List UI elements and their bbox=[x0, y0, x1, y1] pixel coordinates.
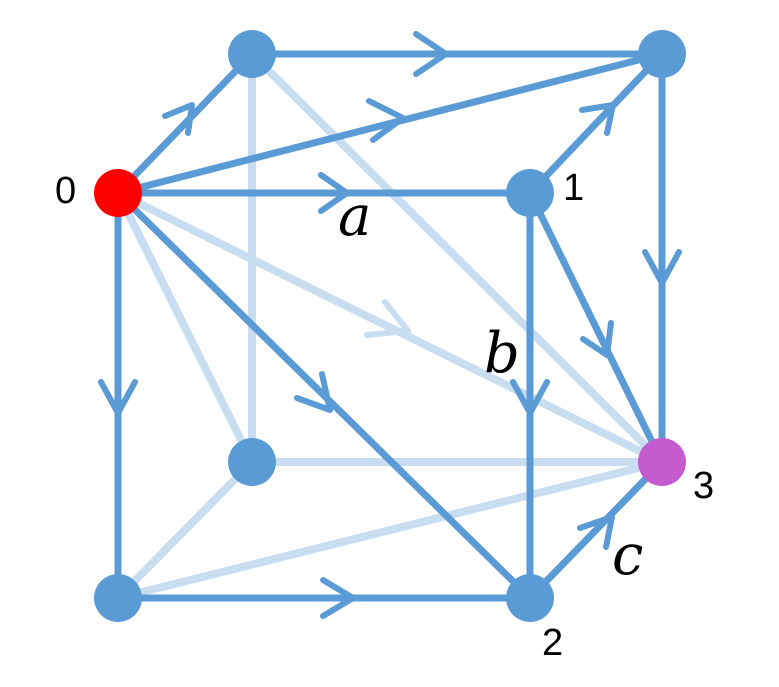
arrowhead-node-0-to-front-bottom-left bbox=[98, 379, 138, 416]
faint-arrowhead-node-0-to-node-3 bbox=[364, 299, 411, 338]
faint-edge-front-bottom-left-to-back-bottom-left bbox=[114, 458, 256, 602]
arrowhead-back-top-right-to-node-3 bbox=[642, 249, 682, 286]
edge-label-c: c bbox=[612, 523, 643, 588]
edge-label-b: b bbox=[484, 321, 520, 386]
faint-edge-node-0-to-back-bottom-left bbox=[114, 189, 256, 466]
node-back-bottom-left bbox=[228, 438, 276, 486]
node-3-label: 3 bbox=[693, 465, 714, 507]
arrowhead-node-0-to-back-top-left bbox=[162, 102, 195, 136]
edge-node-0-to-back-top-right bbox=[114, 50, 666, 197]
node-1 bbox=[506, 169, 554, 217]
node-0-label: 0 bbox=[55, 170, 76, 212]
arrowhead-top-edge bbox=[413, 31, 449, 77]
edge-node-2-to-node-3 bbox=[526, 458, 666, 602]
node-back-top-right bbox=[638, 30, 686, 78]
arrowhead-node-0-to-node-1 bbox=[318, 172, 350, 214]
faint-edge-back-top-left-to-node-3 bbox=[248, 50, 666, 466]
edge-node-1-to-back-top-right bbox=[526, 50, 666, 197]
arrowhead-bottom-edge bbox=[320, 577, 356, 619]
arrowheads bbox=[98, 31, 682, 619]
node-1-label: 1 bbox=[563, 167, 584, 209]
faint-edges bbox=[114, 50, 666, 602]
node-back-top-left bbox=[228, 30, 276, 78]
edge-label-a: a bbox=[338, 184, 371, 249]
arrowhead-node-1-to-back-top-right bbox=[579, 102, 616, 136]
edge-node-0-to-back-top-left bbox=[114, 50, 256, 197]
arrowhead-node-0-to-back-top-right bbox=[366, 98, 406, 143]
faint-edge-front-bottom-left-to-node-3 bbox=[114, 458, 666, 602]
arrowhead-node-2-to-node-3 bbox=[577, 514, 615, 550]
arrowhead-node-0-to-node-2 bbox=[294, 371, 333, 413]
node-2 bbox=[506, 574, 554, 622]
labels: 0 1 2 3 a b c bbox=[55, 167, 714, 664]
node-front-bottom-left bbox=[94, 574, 142, 622]
node-3 bbox=[638, 438, 686, 486]
node-2-label: 2 bbox=[542, 622, 563, 664]
nodes bbox=[94, 30, 686, 622]
edge-node-1-to-node-3 bbox=[526, 189, 666, 466]
arrowhead-node-1-to-node-2 bbox=[510, 379, 550, 416]
node-0 bbox=[94, 169, 142, 217]
arrowhead-node-1-to-node-3 bbox=[580, 320, 614, 358]
faint-edge-node-0-to-node-3 bbox=[114, 189, 666, 466]
